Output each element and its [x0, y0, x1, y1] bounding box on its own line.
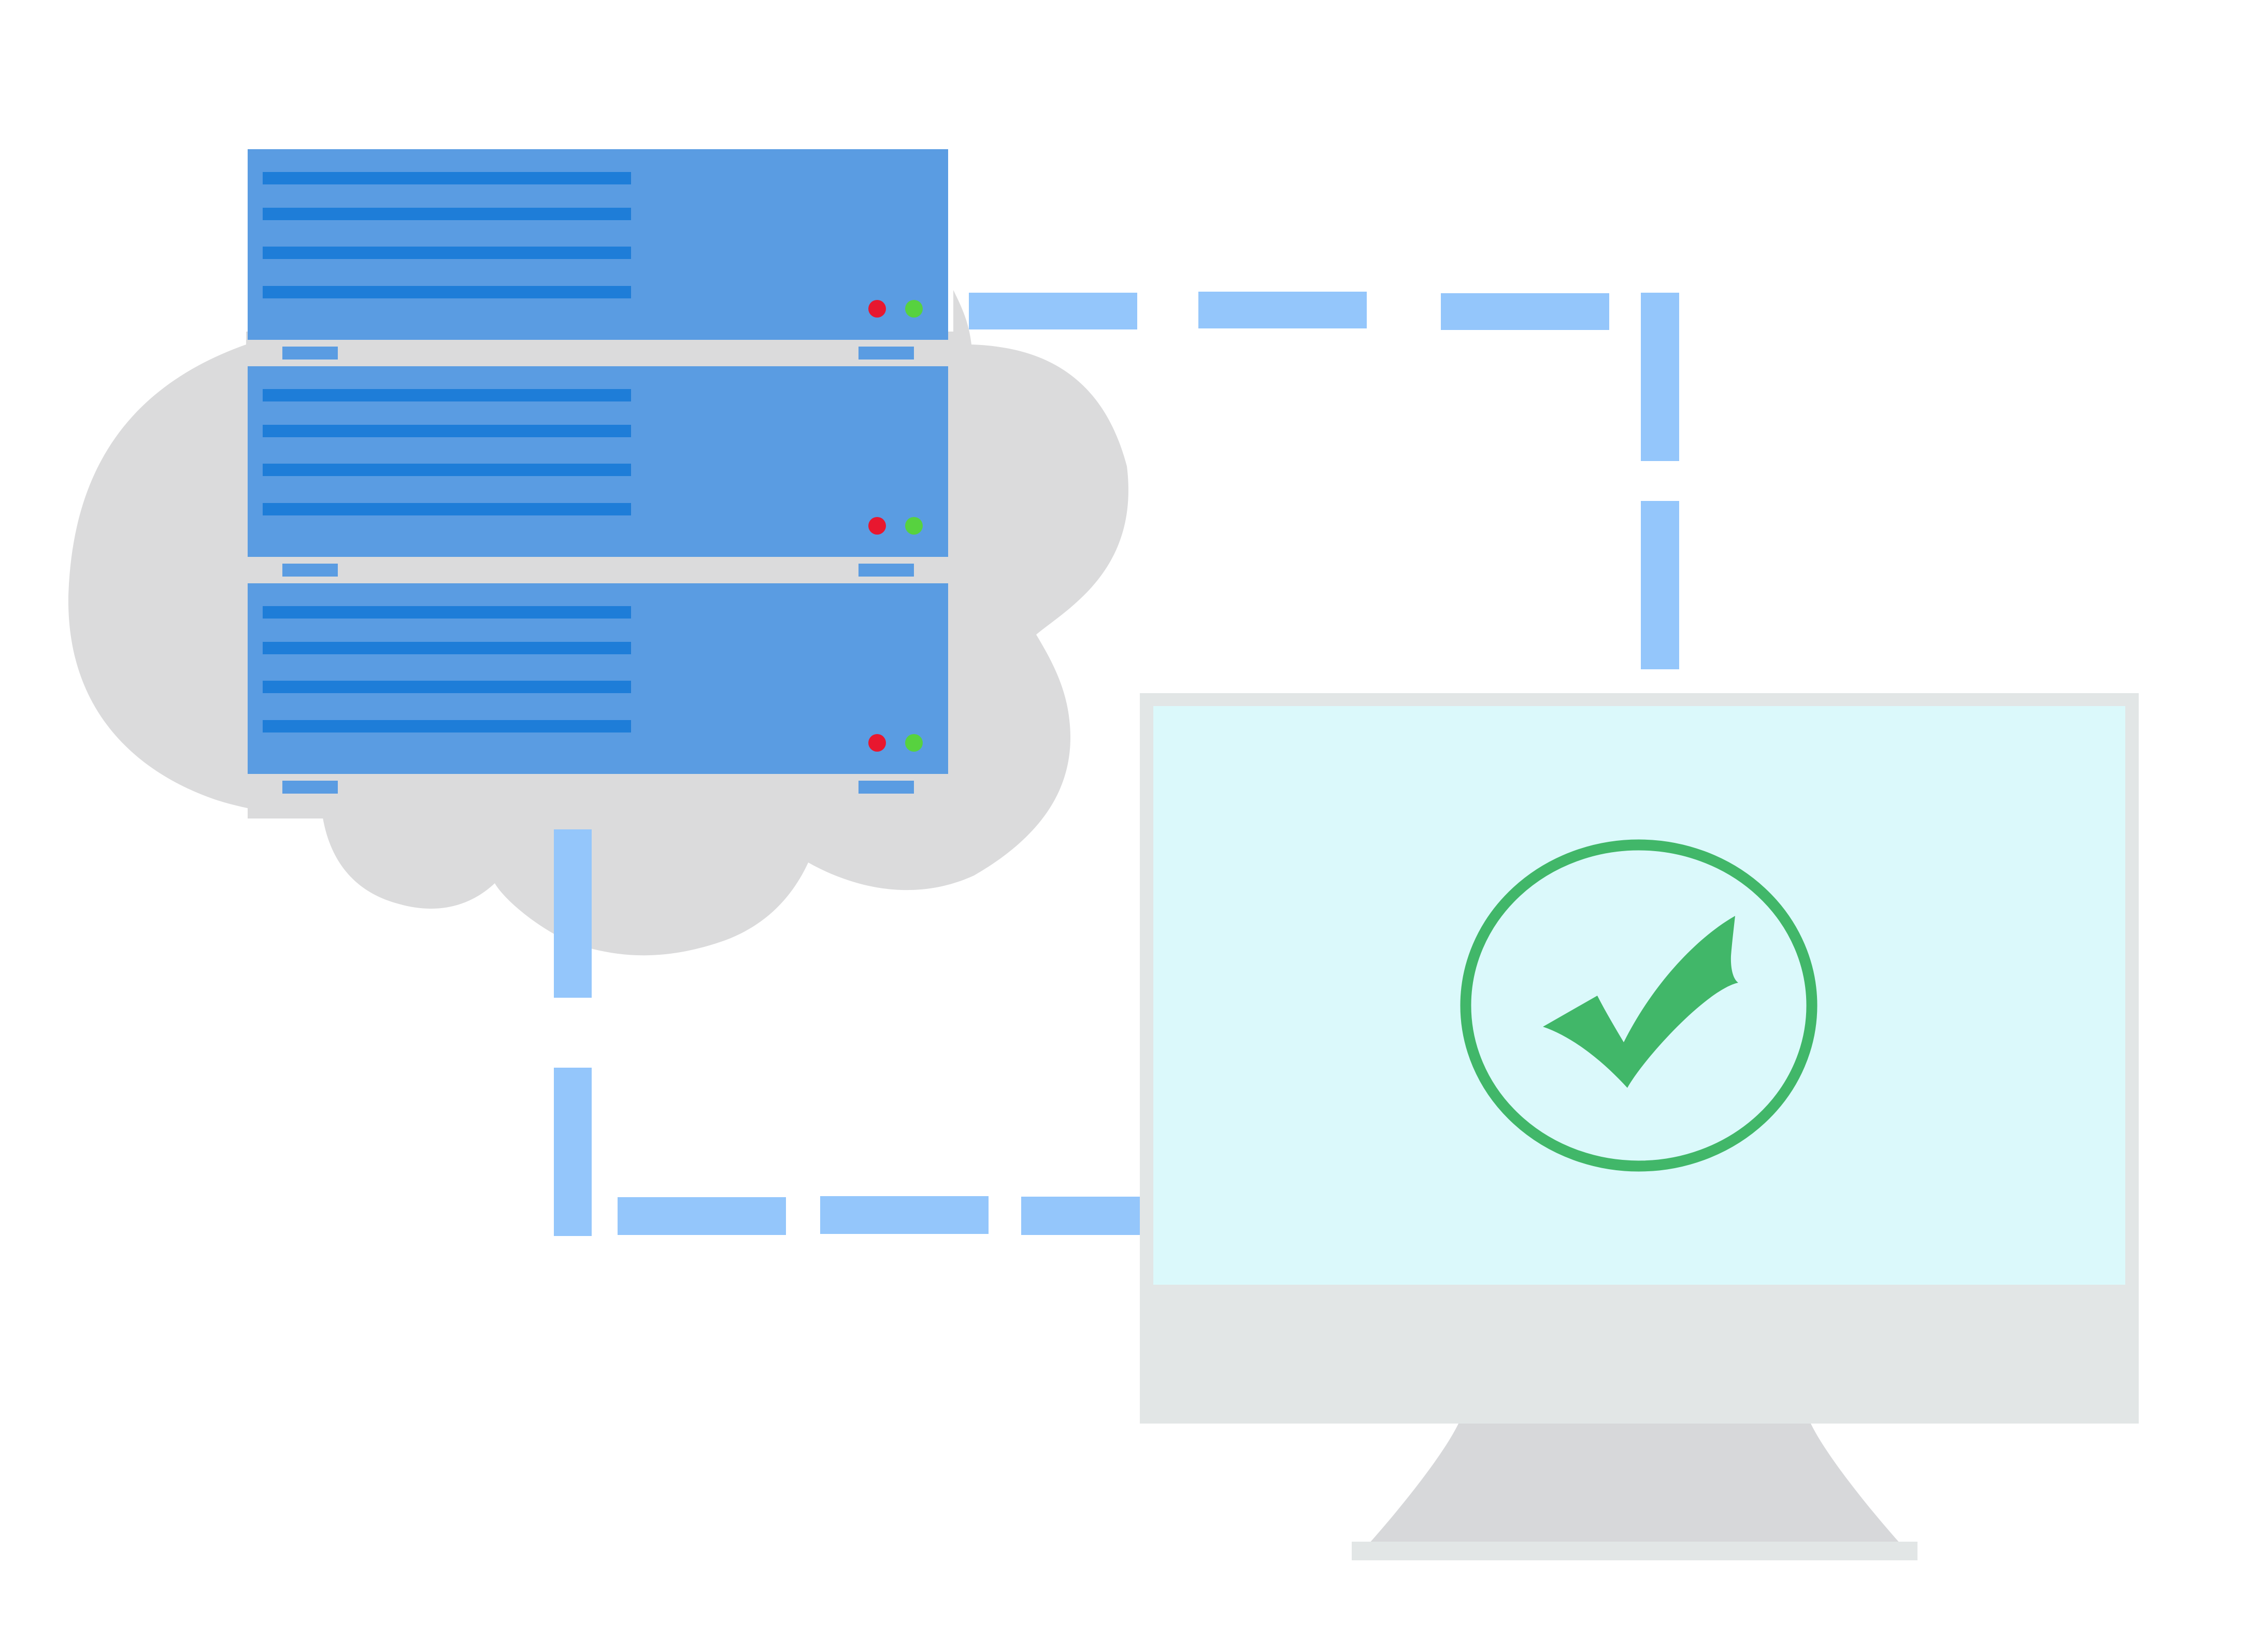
rack-rail [282, 781, 338, 794]
rack-rail [282, 347, 338, 360]
drive-slot [263, 425, 631, 437]
connection-dash [554, 1068, 592, 1236]
drive-slot [263, 172, 631, 184]
connection-dash [1198, 292, 1367, 328]
connection-dash [618, 1197, 786, 1235]
monitor-screen [1153, 706, 2125, 1285]
check-circle-icon [1460, 839, 1818, 1172]
server-rack [248, 149, 948, 818]
led-red-icon [868, 734, 886, 752]
led-green-icon [905, 300, 923, 318]
connection-dash [1641, 293, 1679, 461]
server-unit [248, 583, 948, 794]
drive-slot [263, 208, 631, 220]
connection-line-top [969, 292, 1679, 669]
monitor-stand [1369, 1424, 1900, 1544]
server-unit [248, 149, 948, 360]
drive-slot [263, 247, 631, 259]
connection-dash [1641, 501, 1679, 669]
connection-dash [820, 1196, 989, 1234]
rack-rail [858, 347, 914, 360]
led-green-icon [905, 734, 923, 752]
drive-slot [263, 681, 631, 693]
connection-dash [554, 829, 592, 998]
desktop-monitor [1140, 693, 2139, 1560]
drive-slot [263, 389, 631, 401]
connection-line-bottom [554, 829, 1140, 1236]
led-red-icon [868, 300, 886, 318]
rack-rail [858, 781, 914, 794]
led-green-icon [905, 517, 923, 535]
rack-rail [282, 564, 338, 577]
rack-rail [858, 564, 914, 577]
connection-dash [1441, 293, 1609, 330]
connection-dash [1021, 1197, 1140, 1235]
drive-slot [263, 606, 631, 619]
monitor-base [1352, 1542, 1917, 1560]
status-circle [1460, 839, 1818, 1172]
led-red-icon [868, 517, 886, 535]
drive-slot [263, 464, 631, 476]
checkmark-icon [1543, 916, 1738, 1088]
drive-slot [263, 503, 631, 515]
drive-slot [263, 720, 631, 732]
connection-dash [969, 293, 1137, 329]
drive-slot [263, 642, 631, 654]
drive-slot [263, 286, 631, 298]
server-unit [248, 366, 948, 577]
